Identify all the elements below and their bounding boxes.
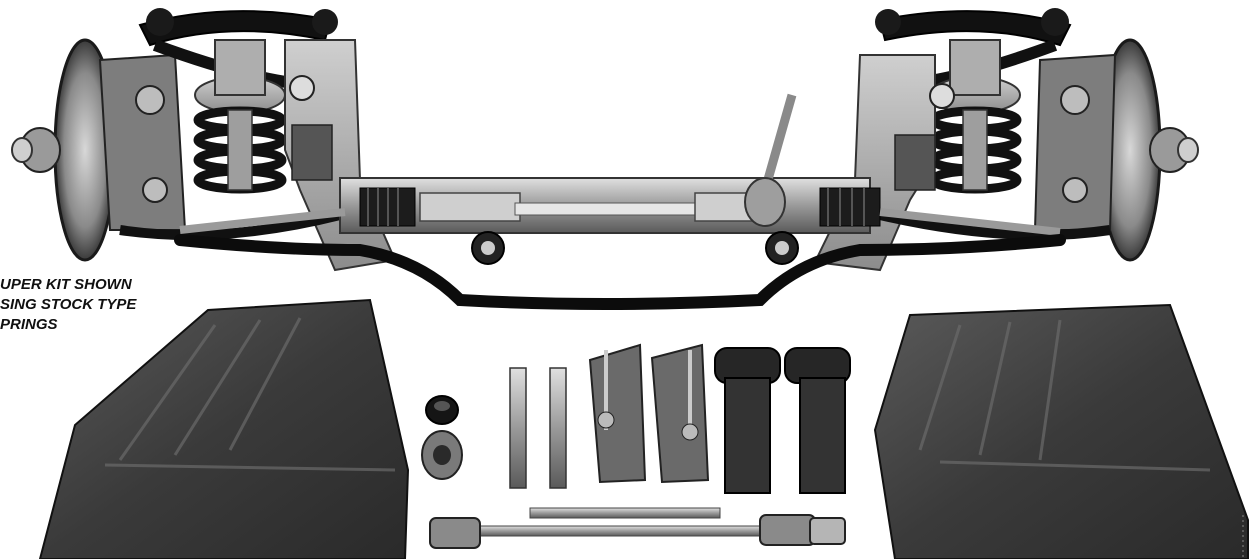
left-floor-panel [38, 298, 410, 559]
sway-bar [174, 234, 1066, 310]
photo-caption: UPER KIT SHOWN SING STOCK TYPE PRINGS [0, 275, 170, 335]
caption-line-1: UPER KIT SHOWN [0, 276, 132, 293]
caption-line-3: PRINGS [0, 316, 58, 333]
right-floor-panel [873, 303, 1249, 559]
caption-line-2: SING STOCK TYPE [0, 296, 137, 313]
small-parts [421, 343, 851, 549]
front-suspension-assembly [11, 8, 1199, 310]
